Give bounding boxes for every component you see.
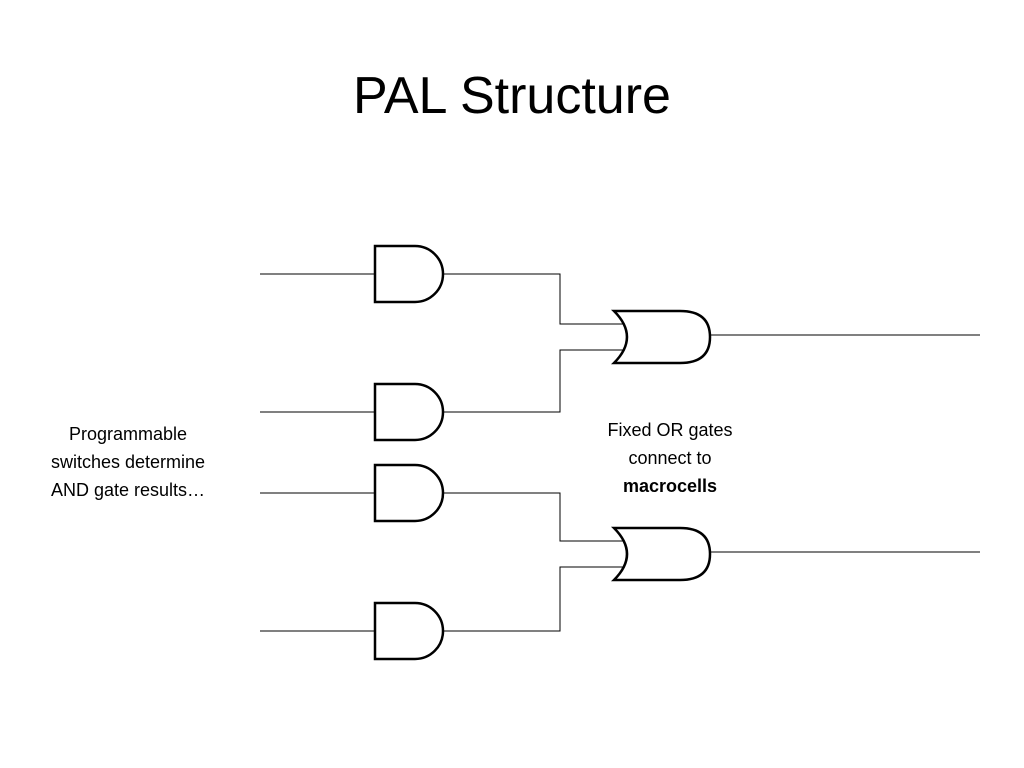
note-line: connect to	[628, 448, 712, 468]
note-line: AND gate results…	[50, 480, 206, 500]
and-gate-2	[373, 382, 445, 442]
fixed-or-gates-note: Fixed OR gates connect to macrocells	[585, 416, 755, 500]
macrocells-emphasis: macrocells	[622, 476, 718, 496]
programmable-switches-note: Programmable switches determine AND gate…	[28, 420, 228, 504]
and-gate-4-output-wire	[443, 566, 625, 632]
and-gate-3	[373, 463, 445, 523]
and-gate-1-output-wire	[443, 273, 625, 325]
and-gate-2-output-wire	[443, 349, 625, 413]
slide-title: PAL Structure	[353, 67, 671, 125]
note-line: Fixed OR gates	[607, 420, 733, 440]
note-line: switches determine	[50, 452, 206, 472]
and-gate-4	[373, 601, 445, 661]
and-gate-1	[373, 244, 445, 304]
or-gate-1	[610, 309, 712, 365]
or-gate-2	[610, 526, 712, 582]
and-gate-3-output-wire	[443, 492, 625, 542]
note-line: Programmable	[68, 424, 188, 444]
